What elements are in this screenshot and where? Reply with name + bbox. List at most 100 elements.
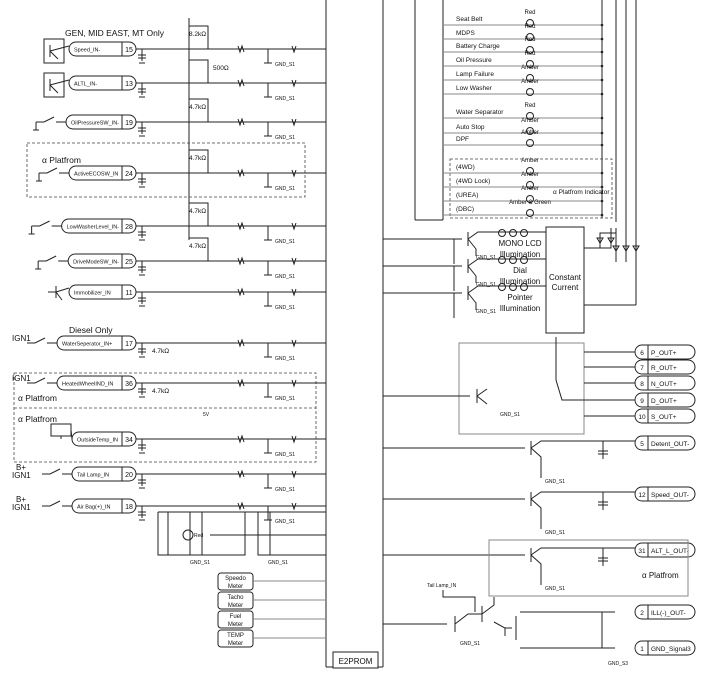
warning-lamp-label: Oil Pressure	[456, 57, 492, 64]
sensor-transistor-icon	[43, 38, 65, 64]
gnd-label: GND_S1	[275, 135, 295, 141]
illumination-driver-wire	[383, 258, 546, 291]
warning-lamp-label: (UREA)	[456, 192, 478, 199]
pin-number: 28	[125, 224, 133, 231]
constant-current-line1: Constant	[549, 273, 582, 282]
led-icon	[526, 139, 534, 147]
switch-icon	[39, 167, 69, 174]
airbag-lamp-color: Red	[194, 533, 203, 539]
led-icon	[526, 46, 534, 54]
diode-array	[584, 228, 640, 306]
lamp-color: Amber	[521, 65, 539, 71]
platform-indicator-box	[449, 158, 613, 219]
pull-up-wire	[189, 98, 209, 122]
label-5v: 5V	[203, 412, 210, 418]
pull-up-resistor-value: 500Ω	[213, 65, 229, 72]
resistor-network	[237, 168, 297, 188]
output-pin-number: 10	[638, 414, 646, 421]
pin-number: 24	[125, 171, 133, 178]
output-connector[interactable]	[634, 375, 696, 391]
note-platform-eco: α Platfrom	[42, 155, 81, 165]
resistor-network	[237, 501, 297, 521]
junction-dot	[600, 116, 604, 120]
pull-up-wire	[189, 25, 209, 49]
connector-label: Immobilizer_IN	[74, 291, 111, 297]
output-connector[interactable]	[634, 486, 696, 502]
connector-pin[interactable]	[68, 75, 137, 91]
warning-lamp-row: (4WD)Amber	[443, 158, 604, 175]
filter-capacitor	[138, 439, 146, 454]
pin-number: 13	[125, 81, 133, 88]
illumination-label-line1: MONO LCD	[498, 239, 541, 248]
lamp-color: Red	[524, 24, 535, 30]
filter-capacitor	[138, 173, 146, 188]
lamp-color: Red	[524, 10, 535, 16]
output-connector[interactable]	[634, 408, 696, 424]
connector-label: OutsideTemp_IN	[77, 438, 118, 444]
output-connector[interactable]	[634, 435, 696, 451]
output-connector[interactable]	[634, 542, 696, 558]
resistor-network	[237, 338, 297, 358]
illumination-lamp-icon	[509, 256, 517, 264]
output-label: Speed_OUT-	[651, 492, 689, 499]
output-connector[interactable]	[634, 640, 696, 656]
meter-label-line1: Speedo	[225, 576, 246, 582]
output-connector[interactable]	[634, 344, 696, 360]
meter-label-line1: Tacho	[227, 595, 244, 601]
switch-icon	[27, 377, 57, 384]
pull-up-resistor-value: 4.7kΩ	[189, 208, 206, 215]
output-connector[interactable]	[634, 604, 696, 620]
illumination-label-line2: Illumination	[500, 277, 540, 286]
filter-capacitor	[138, 343, 146, 358]
gnd-label: GND_S1	[275, 356, 295, 362]
resistor-network	[237, 287, 297, 307]
led-icon	[526, 209, 534, 217]
platform-box-eco	[26, 142, 306, 198]
pin-number: 15	[125, 47, 133, 54]
connector-pin[interactable]	[68, 41, 137, 57]
junction-dot	[600, 199, 604, 203]
output-pin-number: 12	[638, 492, 646, 499]
output-label: N_OUT+	[651, 381, 677, 388]
pin-number: 11	[125, 290, 132, 297]
connector-label: HeatedWheelIND_IN	[62, 382, 113, 388]
meter-label-line2: Meter	[228, 603, 243, 609]
connector-label: Speed_IN-	[74, 48, 100, 54]
filter-capacitor	[138, 506, 146, 521]
gnd-label: GND_S1	[476, 309, 496, 315]
output-connector[interactable]	[634, 392, 696, 408]
connector-label: Air Bag(+)_IN	[77, 505, 110, 511]
pin-number: 19	[125, 120, 133, 127]
meter-label-line2: Meter	[228, 641, 243, 647]
filter-capacitor	[138, 261, 146, 276]
gnd-label: GND_S1	[275, 396, 295, 402]
lamp-color: Amber	[521, 186, 539, 192]
e2prom-label: E2PROM	[339, 657, 373, 666]
led-icon	[526, 127, 534, 135]
output-connector[interactable]	[634, 359, 696, 375]
warning-lamp-label: MDPS	[456, 30, 475, 37]
connector-label: ALTL_IN-	[74, 82, 97, 88]
gnd-label: GND_S1	[545, 586, 565, 592]
lamp-color: Amber	[521, 130, 539, 136]
airbag-lamp-icon	[182, 529, 194, 541]
output-pin-number: 31	[638, 548, 646, 555]
connector-pin[interactable]	[68, 284, 137, 300]
gnd-label: GND_S1	[545, 479, 565, 485]
